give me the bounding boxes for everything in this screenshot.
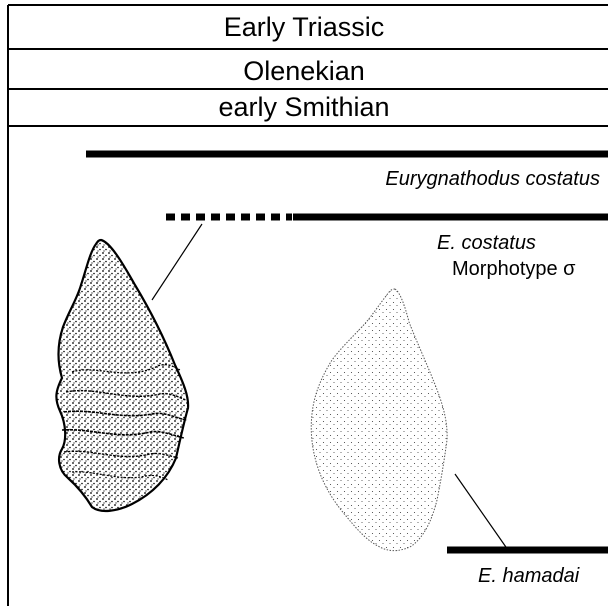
header-stage: Olenekian: [0, 56, 608, 87]
label-eurygnathodus-costatus: Eurygnathodus costatus: [385, 168, 600, 191]
specimen-e-hamadai: [311, 289, 447, 551]
label-e-hamadai: E. hamadai: [478, 565, 579, 588]
header-epoch: Early Triassic: [0, 12, 608, 43]
leader-line-hamadai-specimen: [455, 474, 508, 550]
label-e-costatus: E. costatus: [437, 232, 536, 255]
label-morphotype: Morphotype σ: [452, 258, 576, 281]
specimen-e-costatus-morphotype-sigma: [56, 240, 188, 511]
leader-line-morphotype-specimen: [152, 224, 202, 300]
header-substage: early Smithian: [0, 92, 608, 123]
